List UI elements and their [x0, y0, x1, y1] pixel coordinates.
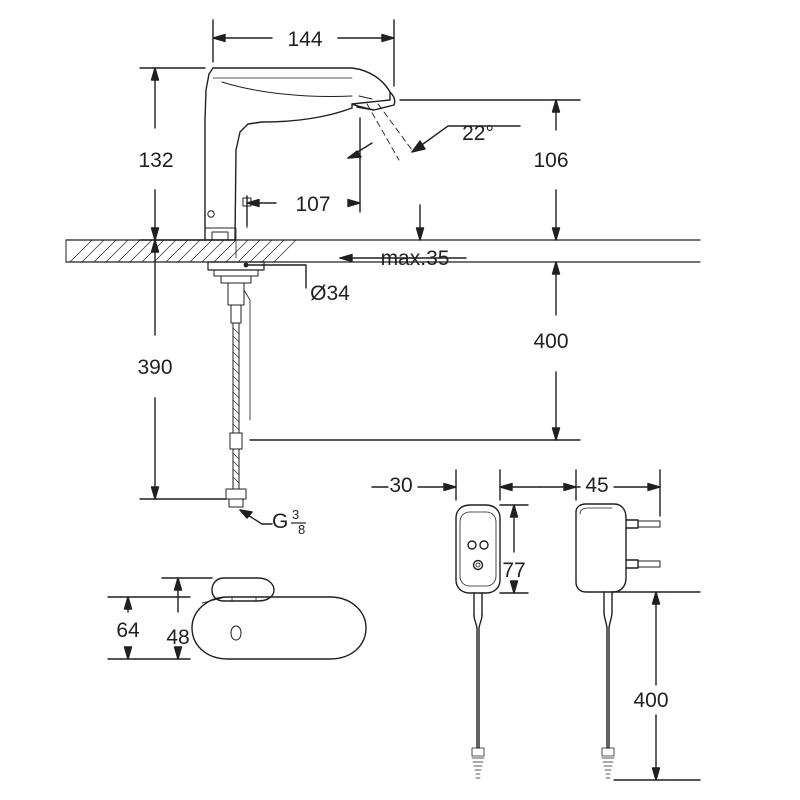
dim-label-400-hose: 400: [533, 330, 568, 353]
thread-denominator: 8: [298, 522, 305, 537]
dim-label-22deg: 22°: [462, 122, 494, 145]
dimension-400-cable: [611, 591, 701, 781]
dimension-144: [212, 19, 395, 87]
dim-label-106: 106: [533, 149, 568, 172]
dimension-106: [399, 99, 581, 241]
dimension-48: [161, 577, 213, 660]
dim-label-77: 77: [502, 559, 525, 582]
dim-label-max35: max.35: [381, 247, 450, 270]
dim-label-48: 48: [166, 626, 189, 649]
dimension-22-degree: [347, 103, 521, 161]
dim-label-45: 45: [585, 474, 608, 497]
deck-surface: [65, 239, 701, 263]
thread-letter: G: [272, 510, 288, 533]
dimension-45: [539, 469, 661, 517]
dimension-132: [139, 67, 206, 241]
leader-diameter-34: [243, 262, 307, 289]
dimension-64: [107, 596, 191, 660]
dimension-390: [139, 239, 227, 500]
dim-label-107: 107: [295, 193, 330, 216]
dim-label-30: 30: [389, 474, 412, 497]
mounting-hardware: [204, 197, 265, 508]
dim-label-thread-g38: G 3 8: [272, 507, 306, 537]
dim-label-diameter34: Ø34: [310, 282, 350, 305]
leader-thread-g38: [239, 509, 273, 525]
faucet-top-view: [191, 577, 367, 660]
dimension-30: [371, 469, 541, 501]
control-box-front-view: [455, 504, 501, 779]
dim-label-64: 64: [116, 619, 140, 642]
dimension-107: [246, 117, 361, 227]
power-supply-side-view: [575, 503, 661, 779]
dim-label-144: 144: [287, 28, 322, 51]
dim-label-400-cable: 400: [633, 689, 668, 712]
dim-label-132: 132: [138, 149, 173, 172]
dimension-77: [499, 504, 529, 594]
leader-max35: [339, 253, 467, 263]
thread-numerator: 3: [292, 507, 299, 522]
dim-label-390: 390: [137, 356, 172, 379]
dimension-400: [249, 261, 581, 441]
